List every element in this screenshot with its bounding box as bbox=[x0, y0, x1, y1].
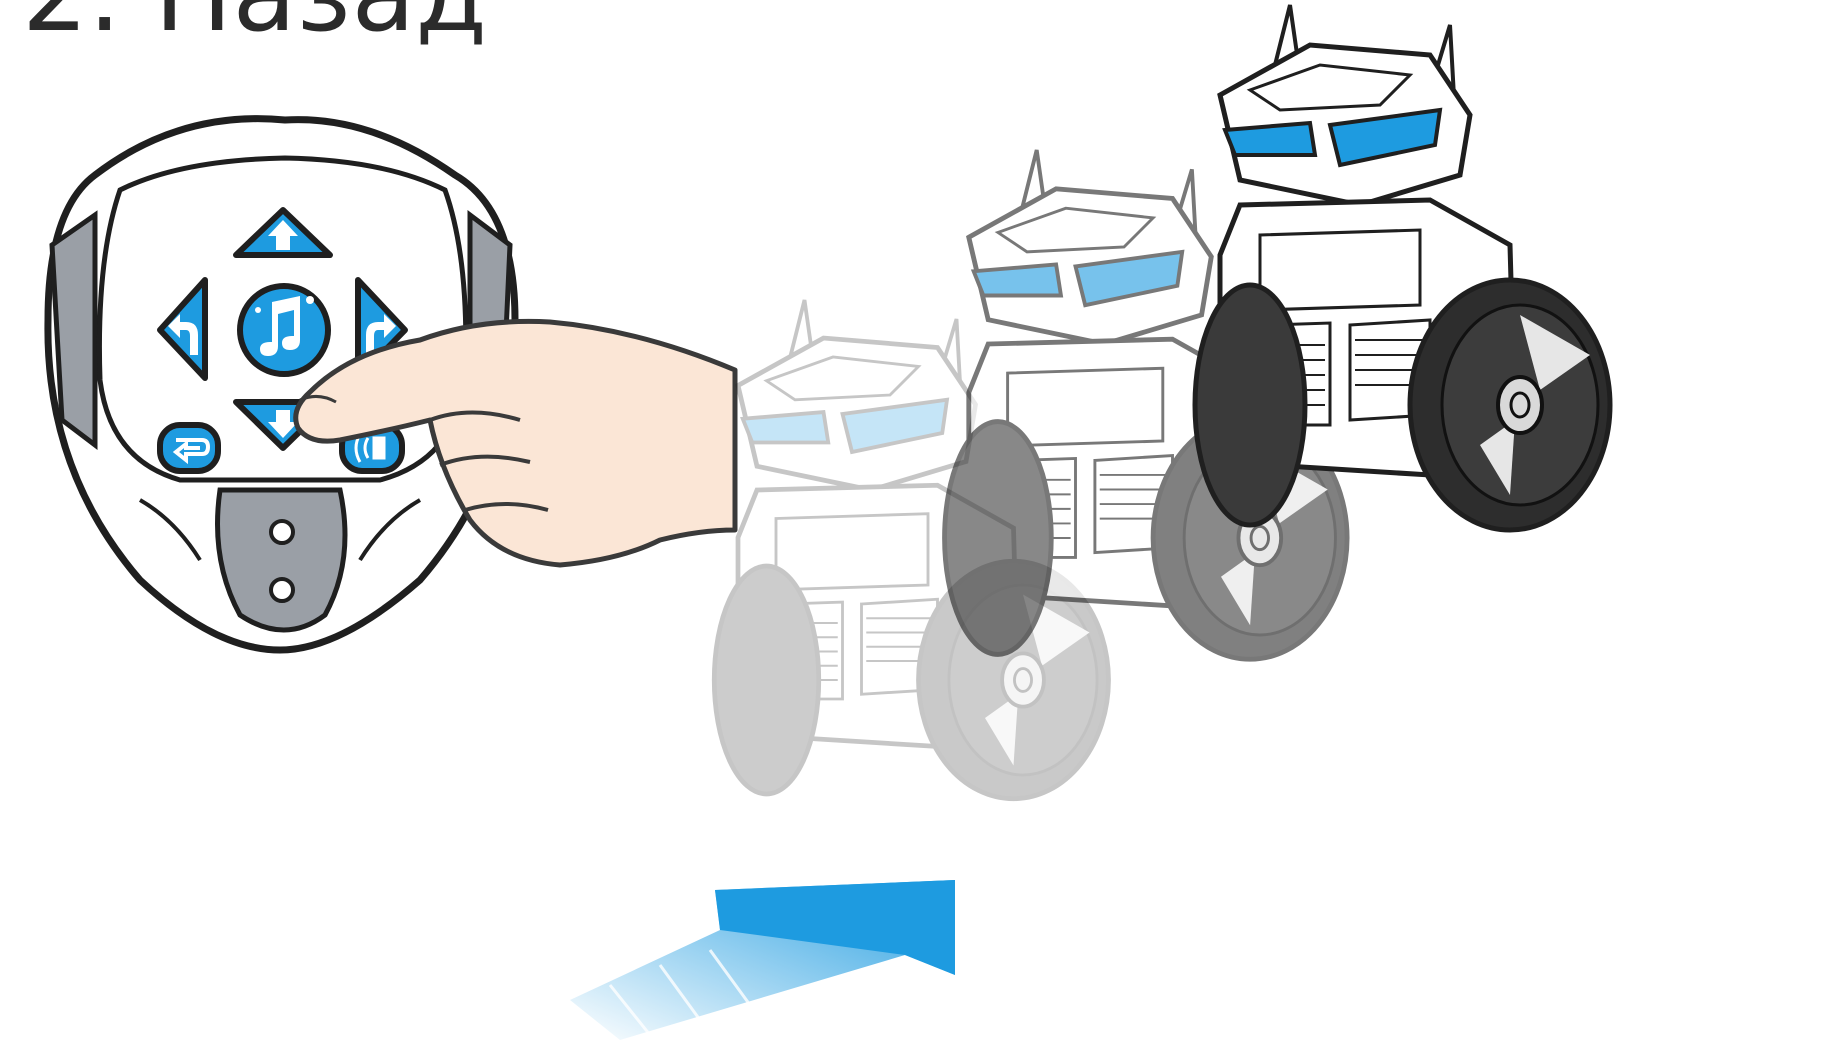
music-button[interactable] bbox=[240, 286, 328, 374]
robot-frame-front bbox=[1195, 5, 1610, 530]
mode-button[interactable] bbox=[160, 425, 218, 471]
motion-arrow bbox=[570, 880, 955, 1040]
